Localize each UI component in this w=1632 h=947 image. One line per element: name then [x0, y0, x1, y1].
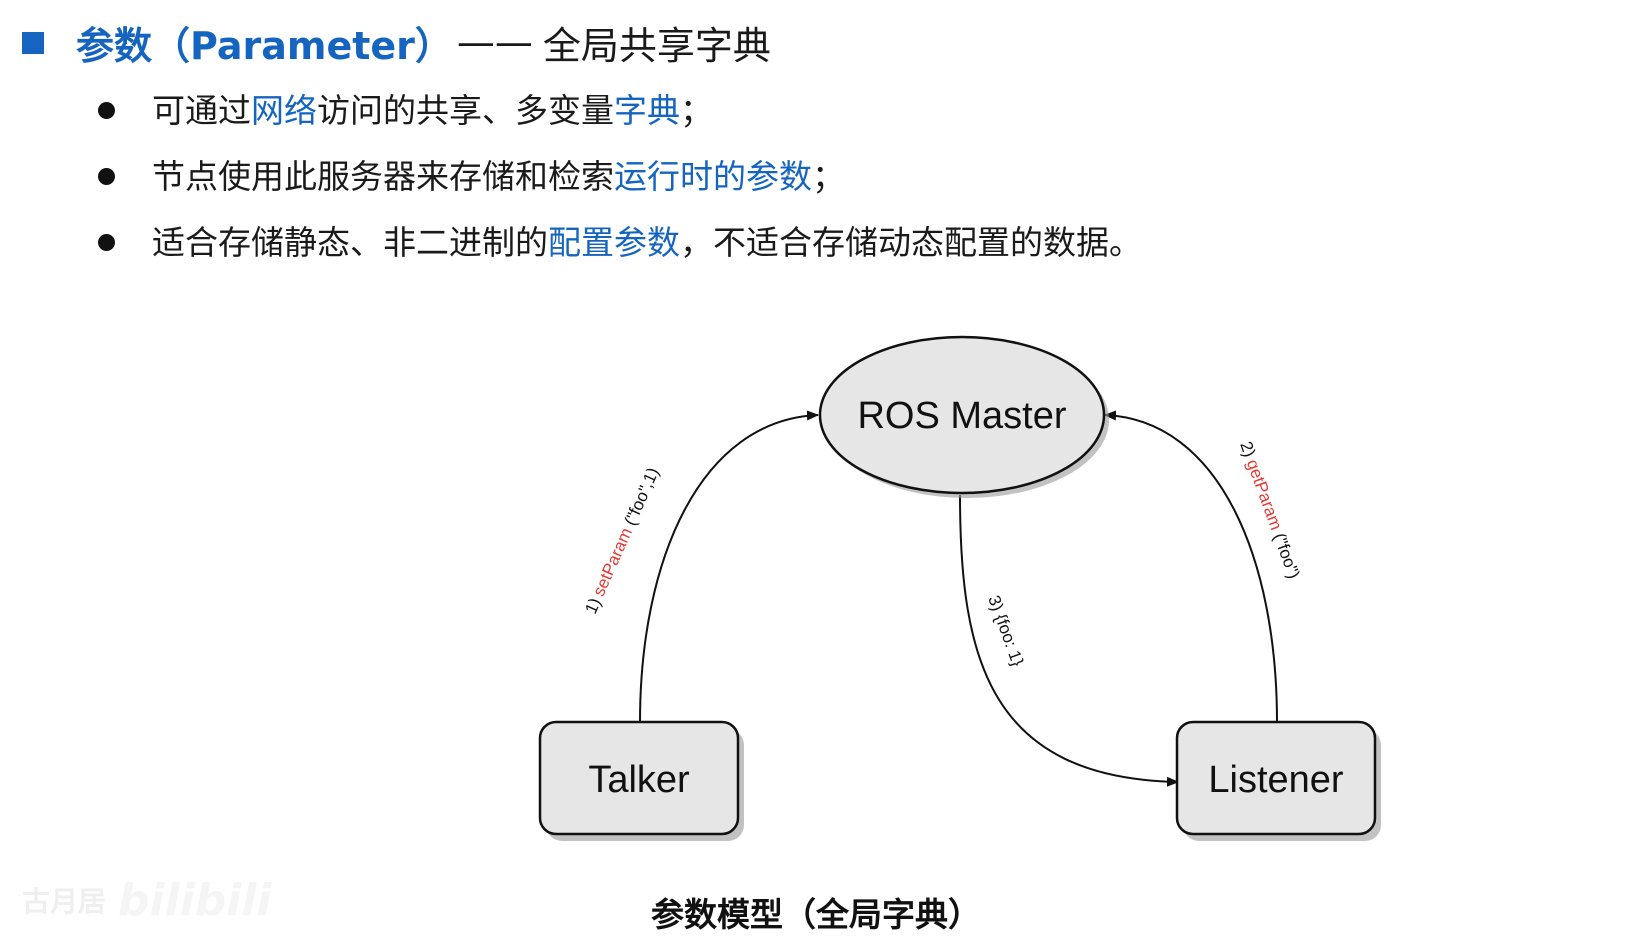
- heading-square-icon: [22, 32, 44, 54]
- bullet-text: ，不适合存储动态配置的数据。: [680, 223, 1142, 262]
- bullet-item-2: 节点使用此服务器来存储和检索运行时的参数；: [98, 150, 1142, 216]
- talker-label: Talker: [588, 759, 690, 801]
- heading-title: 参数（Parameter）: [76, 23, 453, 68]
- bullet-text: 适合存储静态、非二进制的: [152, 223, 548, 262]
- bullet-dot-icon: [98, 102, 115, 119]
- bullet-highlight: 字典: [614, 91, 680, 130]
- bullet-dot-icon: [98, 234, 115, 251]
- heading-subtitle: 全局共享字典: [542, 23, 771, 68]
- edge-response-arrow: [959, 494, 1179, 787]
- bilibili-logo-icon: bilibili: [118, 874, 272, 926]
- heading-dash: ——: [456, 20, 533, 64]
- bullet-dot-icon: [98, 168, 115, 185]
- talker-node: Talker: [538, 720, 744, 841]
- ros-master-label: ROS Master: [857, 395, 1066, 437]
- bullet-text: ；: [680, 91, 713, 130]
- bullet-highlight: 网络: [251, 91, 317, 130]
- bullet-list: 可通过网络访问的共享、多变量字典； 节点使用此服务器来存储和检索运行时的参数； …: [98, 84, 1142, 282]
- edge-setparam-arrow: [639, 410, 819, 723]
- ros-master-node: ROS Master: [818, 335, 1109, 498]
- bullet-text: 节点使用此服务器来存储和检索: [152, 157, 614, 196]
- watermark-text: 古月居: [22, 885, 107, 918]
- bullet-highlight: 运行时的参数: [614, 157, 812, 196]
- edge-getparam-arrow: [1104, 410, 1278, 723]
- diagram-caption: 参数模型（全局字典）: [651, 895, 981, 934]
- listener-node: Listener: [1175, 720, 1381, 841]
- edge-response-label: 3) {foo: 1}: [984, 593, 1027, 669]
- bullet-text: 可通过: [152, 91, 251, 130]
- slide-heading: 参数（Parameter） —— 全局共享字典: [22, 14, 771, 70]
- bullet-text: ；: [812, 157, 845, 196]
- bullet-highlight: 配置参数: [548, 223, 680, 262]
- edge-getparam-label: 2)getParam ("foo"): [1236, 439, 1303, 581]
- bullet-item-3: 适合存储静态、非二进制的配置参数，不适合存储动态配置的数据。: [98, 216, 1142, 282]
- bullet-item-1: 可通过网络访问的共享、多变量字典；: [98, 84, 1142, 150]
- bullet-text: 访问的共享、多变量: [317, 91, 614, 130]
- watermark: 古月居 bilibili: [22, 870, 272, 930]
- edge-setparam-label: 1)setParam ("foo",1): [581, 465, 663, 617]
- listener-label: Listener: [1208, 759, 1344, 801]
